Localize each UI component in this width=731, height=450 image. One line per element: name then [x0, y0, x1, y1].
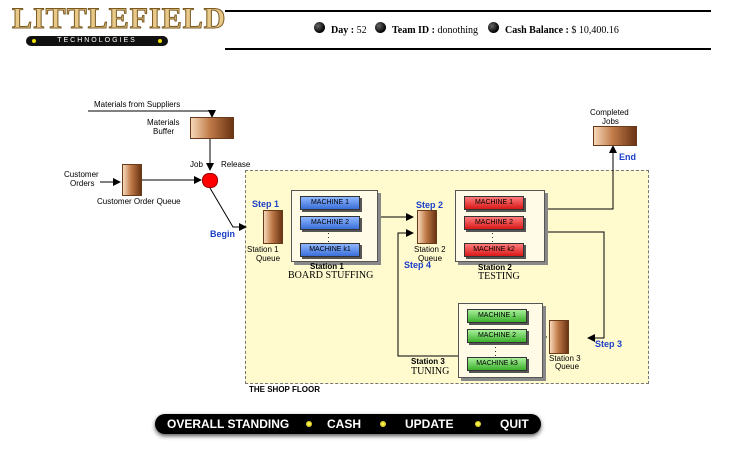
station-2-machine-k2: MACHINE k2	[464, 243, 524, 257]
station-2-machine-1: MACHINE 1	[464, 196, 524, 210]
bottom-nav-bar: OVERALL STANDING CASH UPDATE QUIT	[155, 414, 541, 434]
materials-buffer-label-1: Materials	[147, 118, 180, 127]
quit-button[interactable]: QUIT	[500, 417, 529, 431]
bullet-icon	[314, 22, 325, 33]
step-4-label: Step 4	[404, 260, 432, 270]
station-2-queue-label-2: Queue	[418, 254, 443, 263]
cash-value: $ 10,400.16	[571, 25, 619, 36]
team-value: donothing	[437, 25, 479, 36]
station-3-box: MACHINE 1 MACHINE 2 ··· MACHINE k3	[458, 303, 543, 378]
bullet-icon	[375, 22, 386, 33]
customer-orders-label-1: Customer	[64, 170, 99, 179]
job-release-point	[202, 173, 218, 188]
station-1-queue	[263, 210, 283, 244]
logo-dot-icon	[158, 39, 162, 43]
more-machines-icon: ···	[327, 228, 330, 246]
status-bar: Day : 52 Team ID : donothing Cash Balanc…	[225, 10, 711, 50]
begin-label: Begin	[210, 229, 236, 239]
station-2-machine-2: MACHINE 2	[464, 216, 524, 230]
materials-from-suppliers-label: Materials from Suppliers	[94, 100, 181, 109]
nav-separator-dot-icon	[380, 421, 386, 427]
station-1-machine-k1: MACHINE k1	[300, 243, 360, 257]
end-label: End	[619, 152, 636, 162]
station-2-box: MACHINE 1 MACHINE 2 ··· MACHINE k2	[455, 190, 545, 262]
overall-standing-button[interactable]: OVERALL STANDING	[167, 417, 290, 431]
station-3-queue-label-1: Station 3	[549, 354, 581, 363]
completed-jobs-label-1: Completed	[590, 108, 629, 117]
logo-tagline-strip: TECHNOLOGIES	[26, 36, 168, 46]
step-3-label: Step 3	[595, 339, 623, 349]
station-1-queue-label-2: Queue	[256, 254, 281, 263]
day-status: Day : 52	[331, 25, 367, 36]
logo-dot-icon	[32, 39, 36, 43]
step-2-label: Step 2	[416, 200, 444, 210]
logo-tagline: TECHNOLOGIES	[57, 37, 137, 44]
station-3-name: TUNING	[411, 366, 450, 377]
completed-jobs-bin	[593, 126, 637, 146]
station-3-queue	[549, 320, 569, 354]
station-3-queue-label-2: Queue	[555, 362, 580, 371]
station-3-machine-k3: MACHINE k3	[467, 357, 527, 371]
station-2-queue-label-1: Station 2	[414, 245, 446, 254]
station-2-queue	[417, 210, 437, 244]
job-release-label-2: Release	[221, 160, 251, 169]
station-3-machine-1: MACHINE 1	[467, 309, 527, 323]
customer-order-queue	[122, 164, 142, 196]
step-1-label: Step 1	[252, 199, 280, 209]
day-value: 52	[356, 25, 367, 36]
day-label: Day :	[331, 25, 355, 36]
customer-orders-label-2: Orders	[70, 179, 95, 188]
completed-jobs-label-2: Jobs	[602, 117, 619, 126]
bullet-icon	[488, 22, 499, 33]
more-machines-icon: ···	[494, 342, 497, 360]
team-label: Team ID :	[392, 25, 435, 36]
nav-separator-dot-icon	[306, 421, 312, 427]
team-status: Team ID : donothing	[392, 25, 478, 36]
materials-buffer-label-2: Buffer	[153, 127, 175, 136]
job-release-label-1: Job	[190, 160, 203, 169]
cash-button[interactable]: CASH	[327, 417, 362, 431]
station-2-label: Station 2	[478, 263, 512, 272]
station-1-name: BOARD STUFFING	[288, 270, 374, 281]
station-1-queue-label-1: Station 1	[247, 245, 279, 254]
shop-floor-area	[245, 170, 649, 384]
more-machines-icon: ···	[491, 228, 494, 246]
cash-status: Cash Balance : $ 10,400.16	[505, 25, 619, 36]
shop-floor-label: THE SHOP FLOOR	[249, 385, 320, 394]
customer-order-queue-label: Customer Order Queue	[97, 197, 181, 206]
nav-separator-dot-icon	[475, 421, 481, 427]
update-button[interactable]: UPDATE	[405, 417, 454, 431]
station-1-box: MACHINE 1 MACHINE 2 ··· MACHINE k1	[291, 190, 378, 262]
station-3-machine-2: MACHINE 2	[467, 329, 527, 343]
station-1-machine-1: MACHINE 1	[300, 196, 360, 210]
station-3-label: Station 3	[411, 357, 445, 366]
station-2-name: TESTING	[478, 271, 520, 282]
station-1-label: Station 1	[310, 262, 344, 271]
station-1-machine-2: MACHINE 2	[300, 216, 360, 230]
materials-buffer	[190, 117, 234, 139]
cash-label: Cash Balance :	[505, 25, 569, 36]
